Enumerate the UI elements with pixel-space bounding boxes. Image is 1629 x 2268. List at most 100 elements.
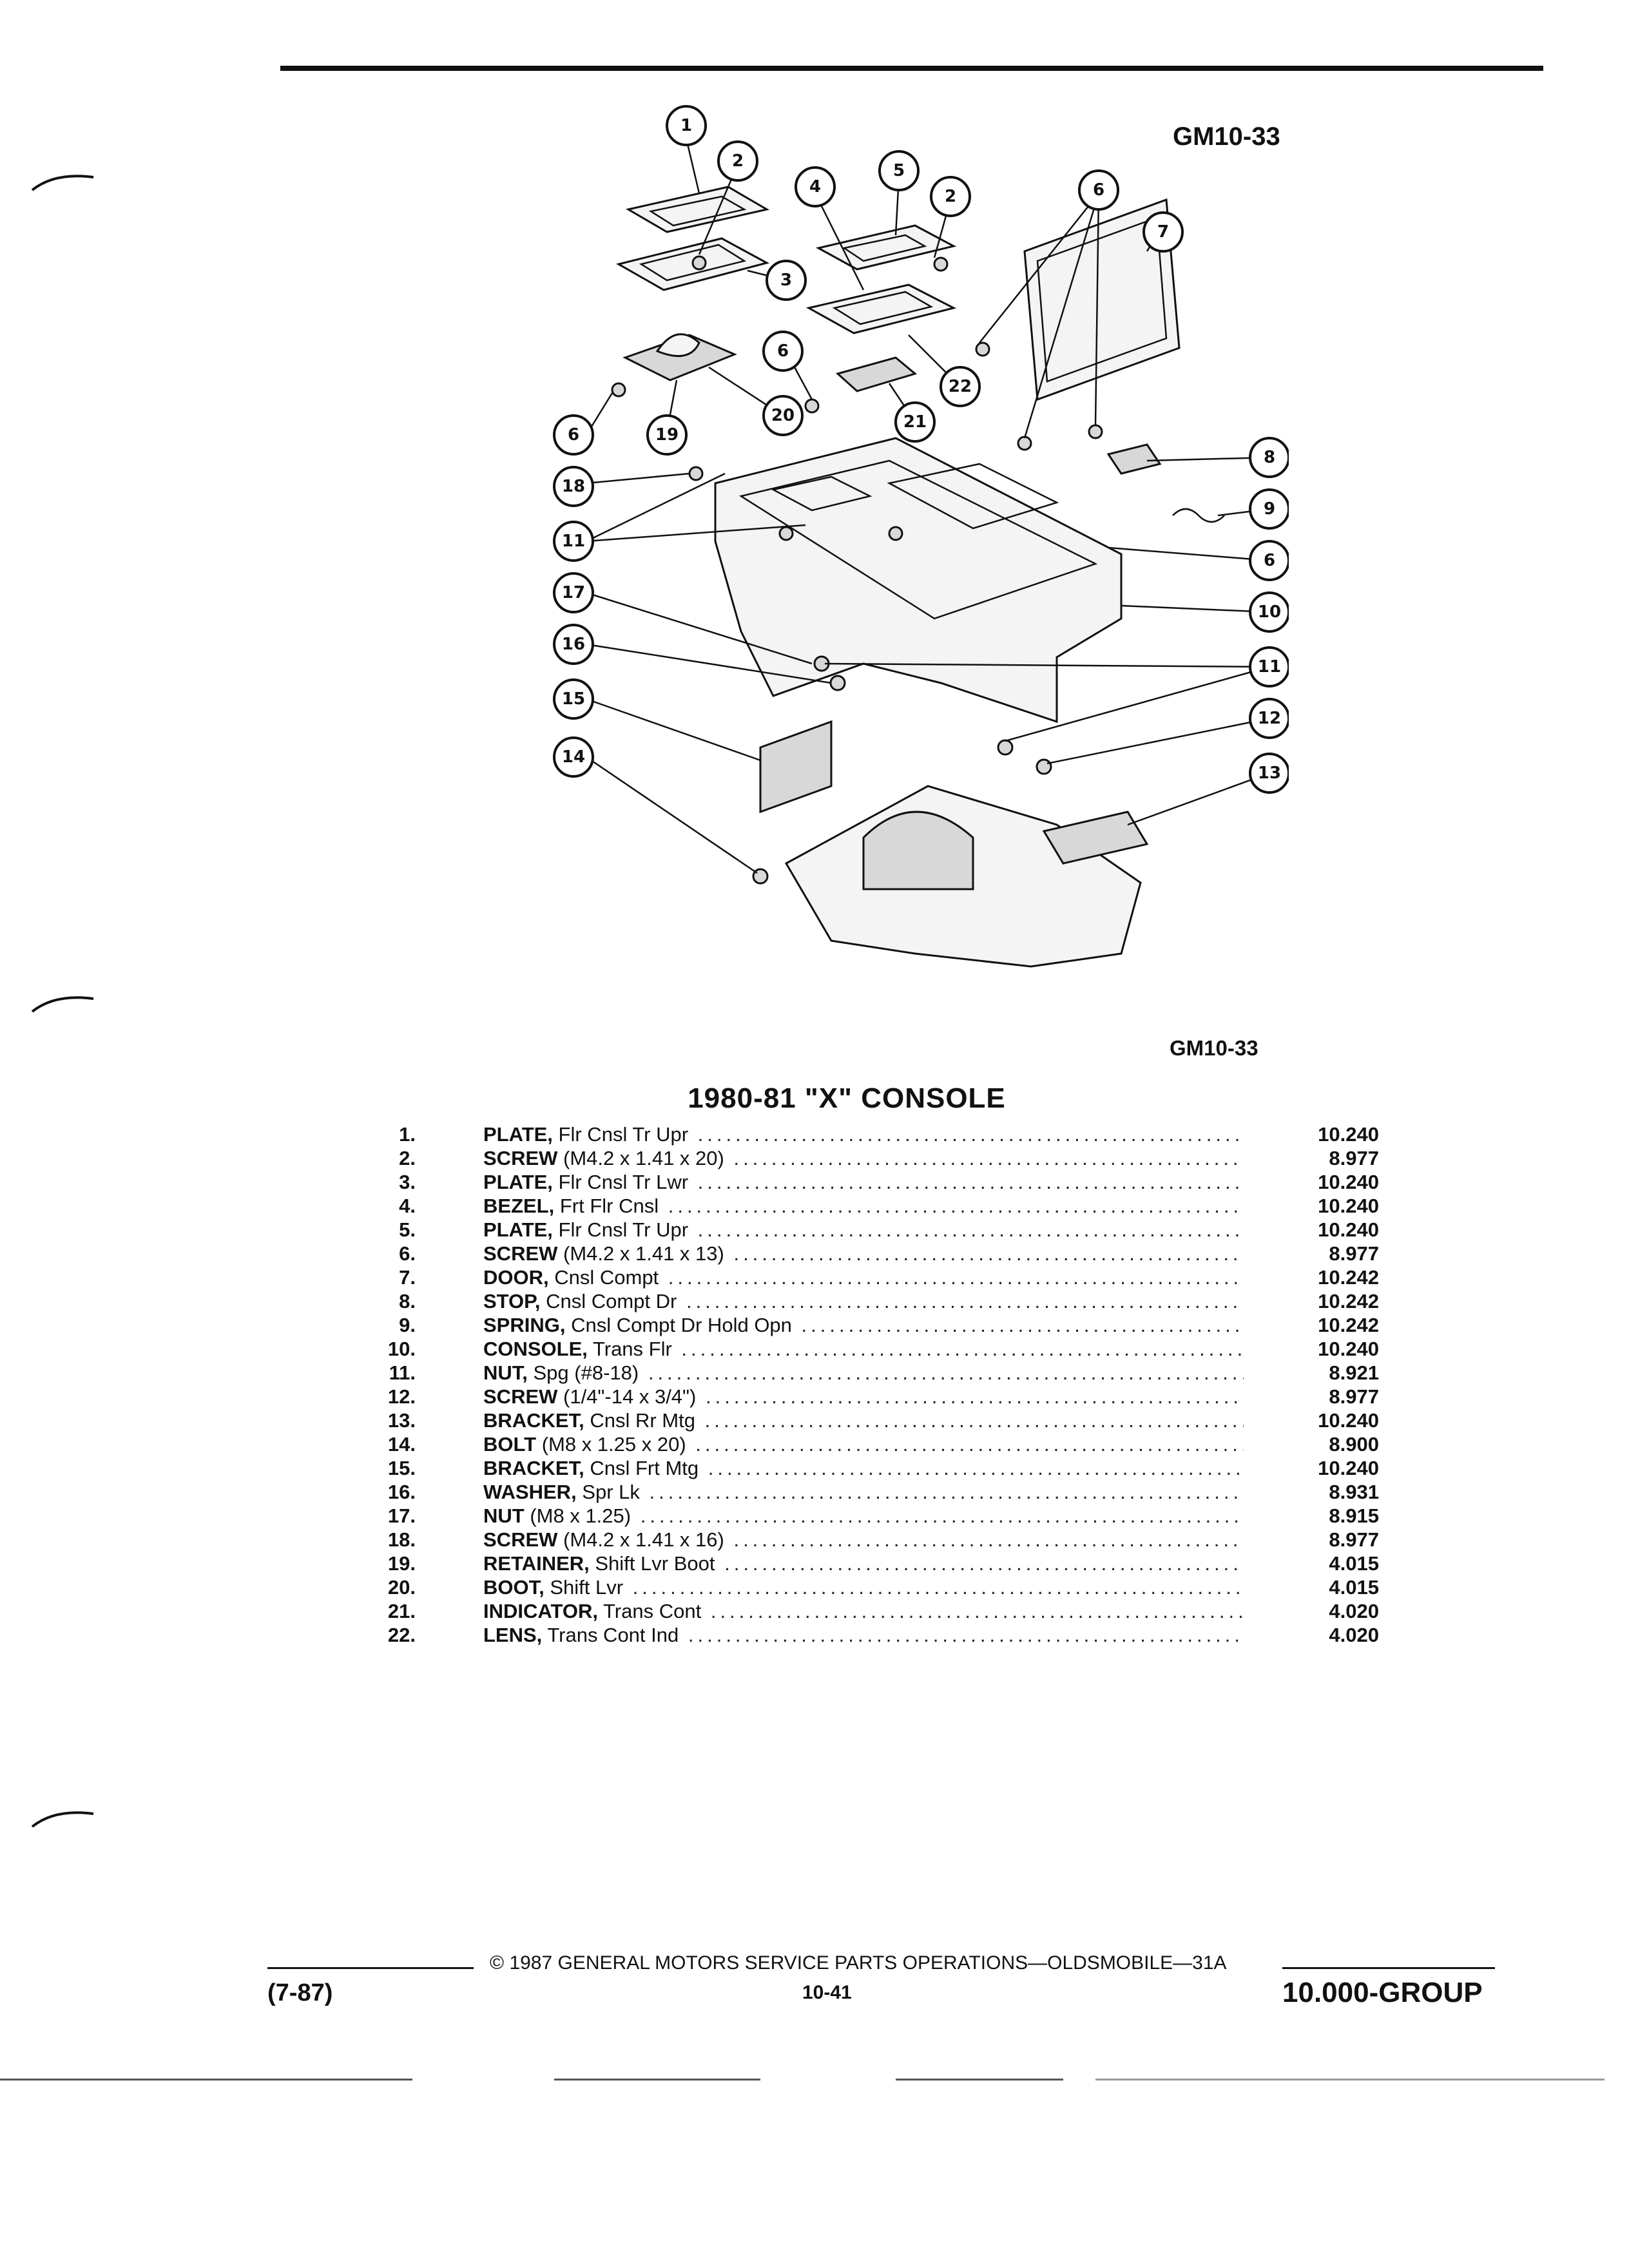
part-reference: 8.977 (1329, 1528, 1379, 1551)
callout-6-b: 6 (762, 331, 804, 372)
plate-upper-left-slot (648, 195, 747, 227)
part-detail: Trans Flr (587, 1338, 672, 1360)
diagram-parts (611, 186, 1225, 968)
part-name: STOP, (483, 1290, 541, 1312)
leader-dots: ........................................… (708, 1457, 1244, 1479)
plate-upper-left (625, 186, 770, 233)
bottom-rule (1095, 2079, 1605, 2081)
header-rule (280, 66, 1543, 71)
callout-15: 15 (553, 678, 594, 720)
part-reference: 4.020 (1329, 1600, 1379, 1622)
part-name: PLATE, (483, 1171, 553, 1193)
part-description: PLATE, Flr Cnsl Tr Lwr .................… (483, 1170, 1244, 1194)
svg-text:1: 1 (680, 116, 692, 135)
part-description: LENS, Trans Cont Ind ...................… (483, 1623, 1244, 1647)
parts-row: 22. LENS, Trans Cont Ind ................… (361, 1623, 1392, 1647)
part-name: WASHER, (483, 1481, 577, 1503)
leader-dots: ........................................… (704, 1409, 1244, 1432)
callout-20: 20 (762, 395, 804, 436)
callout-17: 17 (553, 572, 594, 613)
part-detail: (1/4"-14 x 3/4") (557, 1385, 697, 1408)
screw-marker (688, 466, 704, 481)
callout-1: 1 (666, 105, 707, 146)
part-number: 17. (387, 1504, 416, 1527)
svg-text:22: 22 (949, 377, 972, 396)
part-reference: 8.900 (1329, 1433, 1379, 1456)
leader-dots: ........................................… (686, 1290, 1244, 1312)
part-detail: Flr Cnsl Tr Upr (552, 1123, 689, 1146)
parts-row: 17. NUT (M8 x 1.25) .....................… (361, 1504, 1392, 1528)
callout-4: 4 (795, 166, 836, 207)
bottom-rule (896, 2079, 1063, 2081)
part-detail: Flr Cnsl Tr Upr (552, 1218, 689, 1241)
part-name: SPRING, (483, 1314, 566, 1336)
part-number: 12. (387, 1385, 416, 1408)
parts-row: 9.SPRING, Cnsl Compt Dr Hold Opn .......… (361, 1313, 1392, 1337)
part-number: 20. (387, 1576, 416, 1599)
part-name: SCREW (483, 1147, 558, 1169)
part-name: BRACKET, (483, 1409, 584, 1432)
svg-text:4: 4 (809, 177, 821, 197)
svg-text:6: 6 (777, 341, 789, 361)
screw-marker (888, 526, 903, 541)
part-number: 14. (387, 1433, 416, 1456)
part-detail: (M8 x 1.25 x 20) (536, 1433, 686, 1456)
part-detail: Spg (#8-18) (527, 1361, 639, 1384)
shift-boot (655, 333, 700, 358)
leader-dots: ........................................… (733, 1242, 1244, 1265)
compartment-door-inner (1036, 216, 1168, 383)
leader-dots: ........................................… (648, 1361, 1244, 1384)
parts-row: 10.CONSOLE, Trans Flr ..................… (361, 1337, 1392, 1361)
leader-dots: ........................................… (733, 1528, 1244, 1551)
screw-marker (1088, 424, 1103, 439)
callout-8: 8 (1249, 437, 1289, 478)
footer-rule-left (267, 1967, 474, 1969)
margin-mark (31, 1811, 94, 1828)
part-detail: Cnsl Compt (548, 1266, 659, 1289)
callout-2: 2 (717, 140, 758, 182)
part-reference: 8.921 (1329, 1361, 1379, 1384)
part-description: DOOR, Cnsl Compt .......................… (483, 1265, 1244, 1289)
leader-dots: ........................................… (733, 1147, 1244, 1169)
callout-16: 16 (553, 624, 594, 665)
svg-text:11: 11 (562, 532, 585, 551)
part-reference: 10.240 (1318, 1171, 1379, 1193)
leader-dots: ........................................… (710, 1600, 1244, 1622)
leader-dots: ........................................… (668, 1266, 1244, 1289)
part-description: NUT (M8 x 1.25) ........................… (483, 1504, 1244, 1528)
leader-dots: ........................................… (681, 1338, 1244, 1360)
svg-text:11: 11 (1258, 657, 1281, 677)
svg-text:6: 6 (568, 425, 579, 445)
plate-upper-right-slot (842, 234, 927, 262)
console-rear-opening (887, 463, 1059, 530)
footer-page-number: 10-41 (802, 1982, 852, 2003)
callout-6-d: 6 (1249, 540, 1289, 581)
callout-21: 21 (894, 401, 936, 443)
leader-dots: ........................................… (724, 1552, 1244, 1575)
hold-open-spring (1172, 508, 1225, 523)
bezel-front-opening (832, 291, 934, 325)
callout-6-c: 6 (553, 414, 594, 456)
part-number: 10. (387, 1338, 416, 1360)
part-name: RETAINER, (483, 1552, 590, 1575)
svg-text:18: 18 (562, 477, 585, 496)
parts-row: 16.WASHER, Spr Lk ......................… (361, 1480, 1392, 1504)
parts-list: 1. PLATE, Flr Cnsl Tr Upr ...............… (361, 1122, 1392, 1647)
callout-3: 3 (766, 260, 807, 301)
part-number: 22. (387, 1624, 416, 1646)
part-number: 1. (399, 1123, 416, 1146)
svg-text:10: 10 (1258, 602, 1281, 622)
callout-18: 18 (553, 466, 594, 507)
trans-indicator (835, 356, 918, 392)
part-number: 3. (399, 1171, 416, 1193)
parts-row: 3. PLATE, Flr Cnsl Tr Lwr ...............… (361, 1170, 1392, 1194)
callout-2-b: 2 (930, 176, 971, 217)
part-detail: Flr Cnsl Tr Lwr (552, 1171, 689, 1193)
part-name: BOOT, (483, 1576, 545, 1599)
part-name: LENS, (483, 1624, 543, 1646)
leader-dots: ........................................… (706, 1385, 1244, 1408)
part-description: PLATE, Flr Cnsl Tr Upr .................… (483, 1122, 1244, 1146)
leader-lines (585, 138, 1270, 874)
callout-14: 14 (553, 736, 594, 778)
bezel-front (805, 284, 957, 334)
